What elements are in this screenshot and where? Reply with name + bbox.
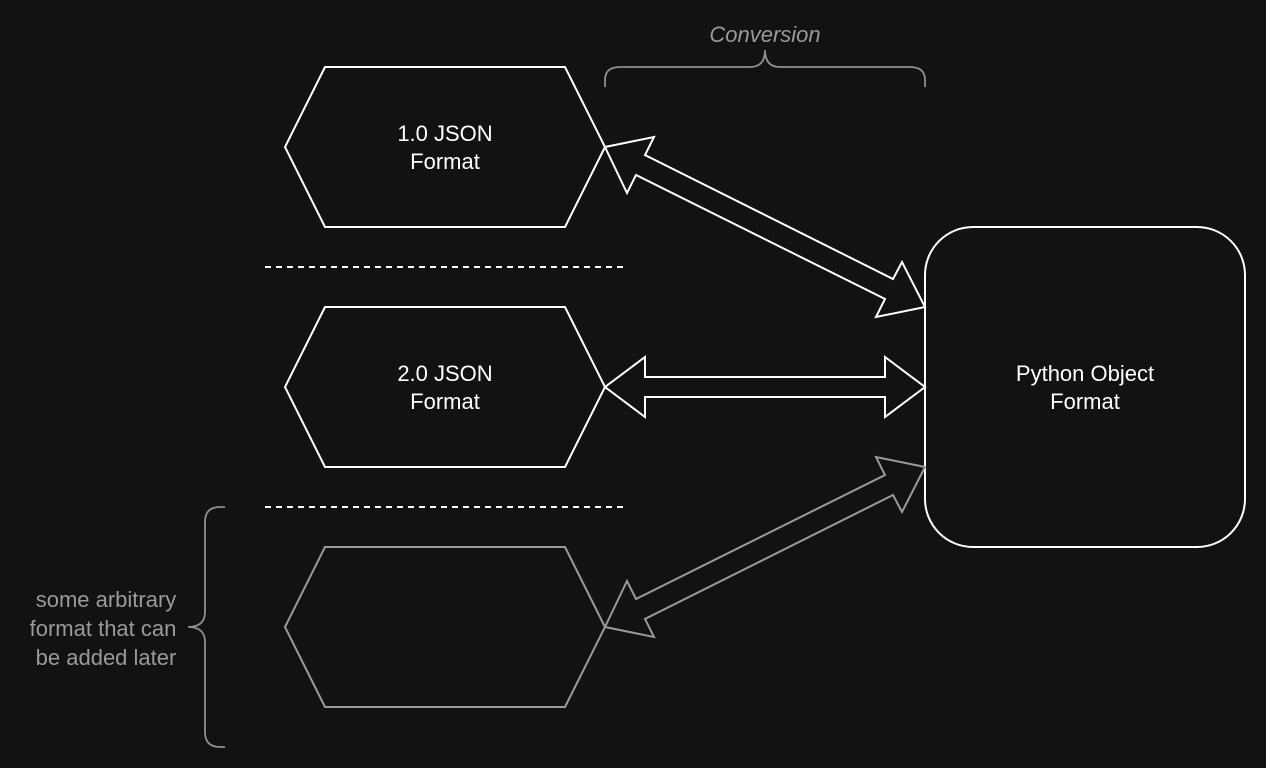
future-format-hexagon [283,546,607,708]
json-v2-node: 2.0 JSON Format [283,306,607,468]
json-v2-hexagon [283,306,607,468]
arrow-json-v1-python [603,135,927,319]
json-v1-label-line2: Format [410,149,480,174]
arrow-json-v2-python [603,355,927,419]
python-object-label-line1: Python Object [1016,361,1154,386]
future-format-brace [187,506,225,748]
json-v2-label-line1: 2.0 JSON [397,361,492,386]
json-v2-label-line2: Format [410,389,480,414]
future-format-annotation-line2: format that can [30,616,177,641]
python-object-node: Python Object Format [924,226,1246,548]
python-object-box [924,226,1246,548]
future-format-annotation-line3: be added later [36,645,177,670]
python-object-label-line2: Format [1050,389,1120,414]
conversion-label: Conversion [709,22,820,47]
json-v1-label-line1: 1.0 JSON [397,121,492,146]
conversion-brace [604,49,926,87]
future-format-annotation-line1: some arbitrary [36,587,177,612]
json-v1-node: 1.0 JSON Format [283,66,607,228]
json-v1-hexagon [283,66,607,228]
arrow-future-python [603,455,927,639]
